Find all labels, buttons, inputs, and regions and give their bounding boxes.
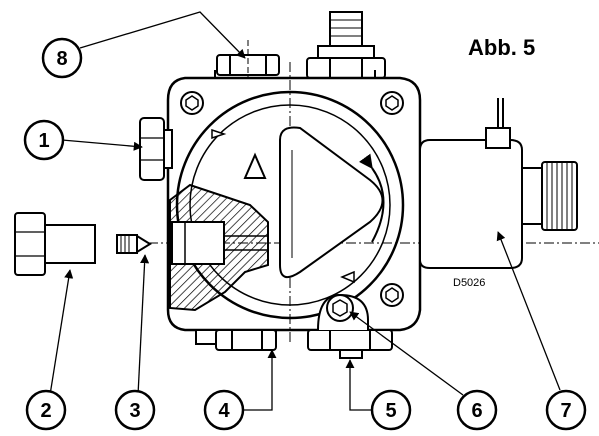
bottom-left-fitting	[195, 329, 277, 351]
svg-text:6: 6	[471, 400, 482, 422]
svg-text:4: 4	[218, 400, 230, 422]
svg-text:1: 1	[38, 130, 49, 152]
callout-1: 1	[23, 119, 65, 161]
drawing-code: D5026	[453, 277, 485, 289]
bottom-right-fitting	[307, 329, 393, 359]
callout-6: 6	[456, 389, 498, 431]
callout-8: 8	[41, 37, 83, 79]
callout-5: 5	[370, 389, 412, 431]
solenoid-coil	[419, 98, 578, 269]
callout-3: 3	[114, 389, 156, 431]
callout-2: 2	[25, 389, 67, 431]
corner-bolt-top-right	[380, 91, 404, 115]
rotation-arrow-icon	[358, 153, 385, 243]
svg-text:3: 3	[129, 400, 140, 422]
leader-lines	[49, 11, 561, 411]
callout-7: 7	[545, 389, 587, 431]
callout-4: 4	[203, 389, 245, 431]
less-than-marker-icon	[340, 270, 355, 284]
corner-bolt-bottom-right	[380, 283, 404, 307]
svg-text:5: 5	[385, 400, 396, 422]
corner-bolt-top-left	[180, 91, 204, 115]
cutaway-section	[169, 183, 269, 312]
svg-text:2: 2	[40, 400, 51, 422]
arrow-marker-icon	[211, 128, 227, 140]
svg-text:8: 8	[56, 48, 67, 70]
svg-text:7: 7	[560, 400, 571, 422]
center-window	[279, 126, 384, 279]
nozzle-fitting	[14, 212, 96, 276]
figure-title: Abb. 5	[468, 35, 535, 60]
pressure-adjustment-screw	[317, 270, 369, 331]
nozzle	[116, 234, 152, 254]
top-right-fitting	[306, 11, 386, 79]
direction-triangle-icon	[243, 152, 267, 179]
